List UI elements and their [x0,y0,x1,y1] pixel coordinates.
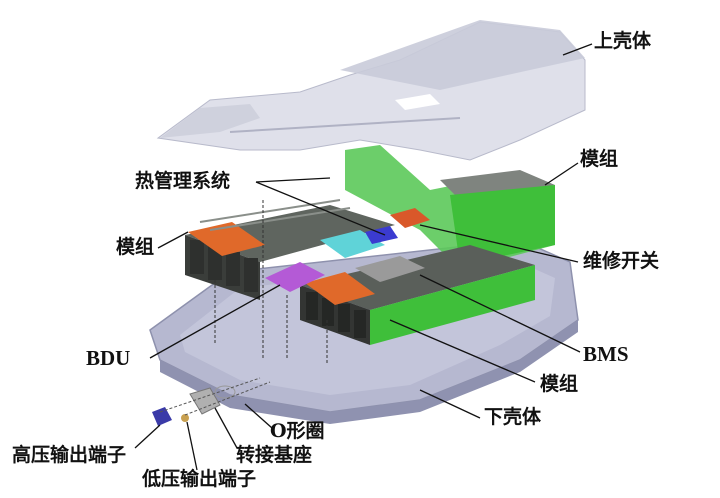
label-service-switch: 维修开关 [583,250,660,272]
hv-output-terminal-part [152,407,172,426]
label-o-ring: O形圈 [270,420,325,442]
leader-lines [134,43,593,471]
label-bms: BMS [583,342,629,366]
label-thermal-system: 热管理系统 [135,170,231,192]
label-module-top-right: 模组 [580,148,619,170]
assembly-guide-lines [214,200,328,365]
module-top-right [345,145,555,270]
label-lv-output-terminal: 低压输出端子 [142,468,257,490]
label-lower-shell: 下壳体 [484,406,542,428]
o-ring-part [214,385,236,399]
lv-output-terminal-part [181,414,189,422]
service-switch-part [390,208,430,228]
module-bottom [300,245,535,345]
label-upper-shell: 上壳体 [594,30,652,52]
label-module-bottom: 模组 [540,373,579,395]
upper-shell [156,20,586,161]
bms-part [355,256,425,282]
module-left [185,199,395,300]
label-hv-output-terminal: 高压输出端子 [12,444,127,466]
label-adapter-base: 转接基座 [236,444,313,466]
bdu-part [265,262,325,292]
label-bdu: BDU [86,346,131,370]
label-module-left: 模组 [116,236,155,258]
